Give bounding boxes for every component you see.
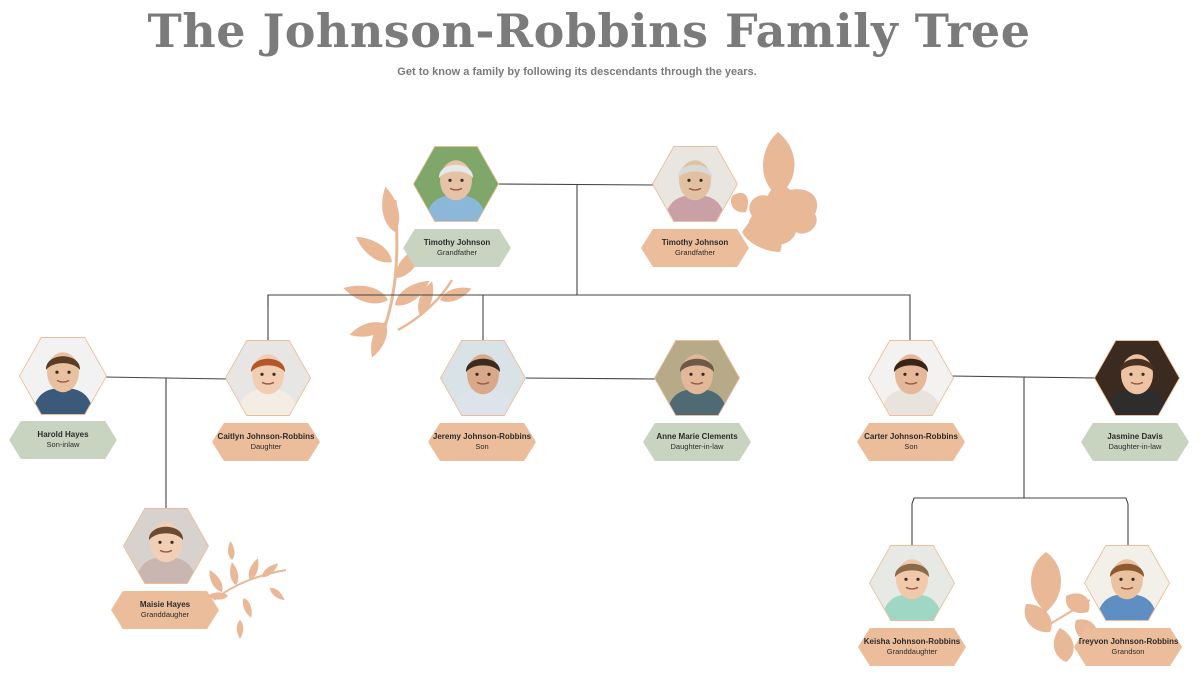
portrait-photo	[655, 341, 739, 415]
person-role: Grandfather	[436, 248, 478, 257]
person-role: Son-inlaw	[46, 440, 80, 449]
person-name: Caitlyn Johnson-Robbins	[217, 432, 315, 441]
person-name: Jasmine Davis	[1107, 432, 1163, 441]
portrait-photo	[226, 341, 310, 415]
person-name: Treyvon Johnson-Robbins	[1077, 637, 1179, 646]
person-role: Grandson	[1111, 647, 1145, 656]
person-name: Timothy Johnson	[661, 238, 729, 247]
leaf-branch-left	[341, 185, 474, 360]
person-role: Son	[475, 442, 489, 451]
person-role: Son	[904, 442, 918, 451]
portrait-photo	[1095, 341, 1179, 415]
person-name: Harold Hayes	[37, 430, 89, 439]
person-role: Granddaughter	[886, 647, 938, 656]
person-role: Grandfather	[674, 248, 716, 257]
person-role: Daughter-in-law	[670, 442, 724, 451]
person-role: Daughter-in-law	[1108, 442, 1162, 451]
person-name: Maisie Hayes	[139, 600, 191, 609]
person-role: Granddaugher	[140, 610, 190, 619]
person-name: Jeremy Johnson-Robbins	[432, 432, 532, 441]
portrait-photo	[441, 341, 525, 415]
leaf-sprig-maisie	[205, 540, 287, 639]
person-role: Daughter	[250, 442, 282, 451]
person-name: Keisha Johnson-Robbins	[863, 637, 961, 646]
page-subtitle: Get to know a family by following its de…	[397, 66, 757, 78]
person-name: Carter Johnson-Robbins	[864, 432, 958, 441]
page-title: The Johnson-Robbins Family Tree	[147, 4, 1031, 58]
leaf-oak-right	[730, 132, 818, 252]
person-name: Anne Marie Clements	[656, 432, 738, 441]
portrait-photo	[869, 341, 953, 415]
person-name: Timothy Johnson	[423, 238, 491, 247]
